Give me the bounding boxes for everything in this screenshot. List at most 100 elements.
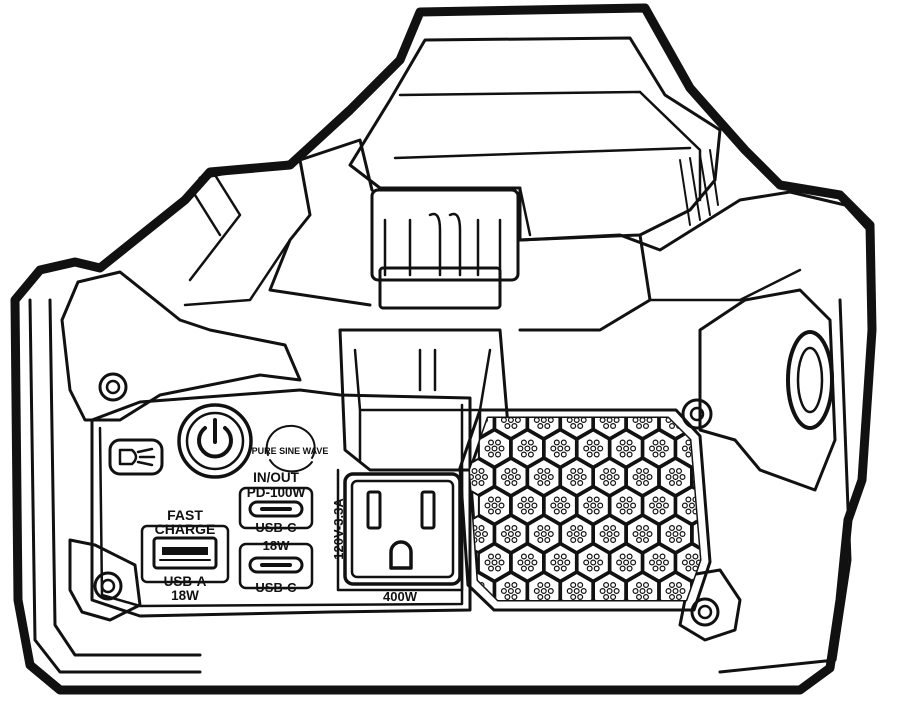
vent-hole <box>635 468 642 475</box>
vent-hole <box>635 581 642 588</box>
vent-hole <box>603 593 610 600</box>
vent-hole <box>675 581 682 588</box>
vent-hole <box>544 536 551 543</box>
vent-hole <box>495 451 502 458</box>
vent-hole <box>471 593 478 600</box>
vent-hole <box>659 553 666 560</box>
vent-hole <box>619 508 626 515</box>
vent-hole <box>547 418 554 424</box>
vent-hole <box>681 559 688 566</box>
power-button[interactable] <box>177 403 253 479</box>
vent-hole <box>675 480 682 487</box>
vent-hexagon <box>626 457 660 497</box>
vent-hexagon <box>609 543 643 582</box>
vent-hole <box>675 593 682 600</box>
vent-hole <box>512 412 517 417</box>
vent-hole <box>547 474 554 481</box>
vent-hole <box>637 412 642 417</box>
vent-hexagon <box>626 418 660 440</box>
vent-hole <box>504 423 511 430</box>
vent-hole <box>626 496 633 503</box>
vent-hole <box>471 480 478 487</box>
vent-hole <box>491 502 498 509</box>
vent-hole <box>550 445 557 452</box>
usb-a-port[interactable]: FAST CHARGE USB-A 18W <box>140 507 230 603</box>
vent-hole <box>632 418 639 424</box>
vent-hole <box>544 524 551 531</box>
vent-hole <box>619 565 626 572</box>
vent-hexagon <box>658 457 692 497</box>
vent-hole <box>648 502 655 509</box>
vent-hole <box>478 468 485 475</box>
vent-hexagon <box>543 486 577 525</box>
usb-c-pd-port[interactable]: IN/OUT PD-100W USB-C <box>238 470 314 535</box>
vent-hole <box>599 474 606 481</box>
vent-hexagon <box>527 418 561 440</box>
vent-hole <box>692 553 699 560</box>
vent-hole <box>642 581 649 588</box>
vent-hole <box>540 418 547 424</box>
vent-hole <box>590 445 597 452</box>
vent-hole <box>616 502 623 509</box>
ac-outlet[interactable]: 120V-3.3A 400W <box>331 468 464 604</box>
vent-hexagon <box>543 543 577 582</box>
vent-hole <box>635 593 642 600</box>
vent-hole <box>668 480 675 487</box>
vent-hole <box>557 502 564 509</box>
vent-hexagon <box>593 514 627 554</box>
vent-hexagon <box>691 457 700 497</box>
usb-c-18w-port[interactable]: 18W USB-C <box>238 538 314 595</box>
vent-hole <box>544 468 551 475</box>
work-light-button[interactable] <box>108 438 164 476</box>
vent-hole <box>590 559 597 566</box>
vent-hexagon <box>494 457 528 497</box>
vent-hole <box>613 418 620 424</box>
vent-hole <box>675 536 682 543</box>
vent-hole <box>511 468 518 475</box>
vent-hexagon <box>527 514 561 554</box>
vent-hole <box>642 593 649 600</box>
vent-hexagon <box>560 457 594 497</box>
outlet-power-label: 400W <box>383 589 418 604</box>
vent-hole <box>577 423 584 430</box>
vent-hexagon <box>527 571 561 600</box>
vent-hole <box>668 423 675 430</box>
right-bumper <box>678 288 852 674</box>
vent-hole <box>613 474 620 481</box>
vent-hole <box>635 480 642 487</box>
vent-hole <box>531 445 538 452</box>
vent-hole <box>586 439 593 446</box>
vent-hole <box>511 581 518 588</box>
vent-hole <box>606 530 613 537</box>
vent-hole <box>511 480 518 487</box>
vent-hole <box>635 524 642 531</box>
vent-hole <box>590 502 597 509</box>
vent-hole <box>472 412 477 417</box>
vent-hole <box>652 439 659 446</box>
vent-hole <box>659 508 666 515</box>
vent-hole <box>626 508 633 515</box>
vent-hole <box>577 536 584 543</box>
battery-pack <box>348 36 722 310</box>
vent-hole <box>504 480 511 487</box>
vent-hole <box>659 496 666 503</box>
vent-hole <box>488 553 495 560</box>
vent-hole <box>577 480 584 487</box>
vent-hole <box>498 559 505 566</box>
vent-hole <box>553 565 560 572</box>
vent-hole <box>610 423 617 430</box>
vent-hole <box>642 468 649 475</box>
vent-hole <box>698 530 700 537</box>
vent-hole <box>553 439 560 446</box>
vent-hole <box>570 423 577 430</box>
vent-hole <box>630 502 637 509</box>
vent-hole <box>706 589 711 594</box>
vent-hole <box>573 530 580 537</box>
vent-hole <box>668 593 675 600</box>
vent-hole <box>573 587 580 594</box>
vent-hole <box>560 451 567 458</box>
vent-hole <box>527 451 534 458</box>
vent-hole <box>495 565 502 572</box>
vent-hole <box>685 553 692 560</box>
vent-hole <box>570 468 577 475</box>
